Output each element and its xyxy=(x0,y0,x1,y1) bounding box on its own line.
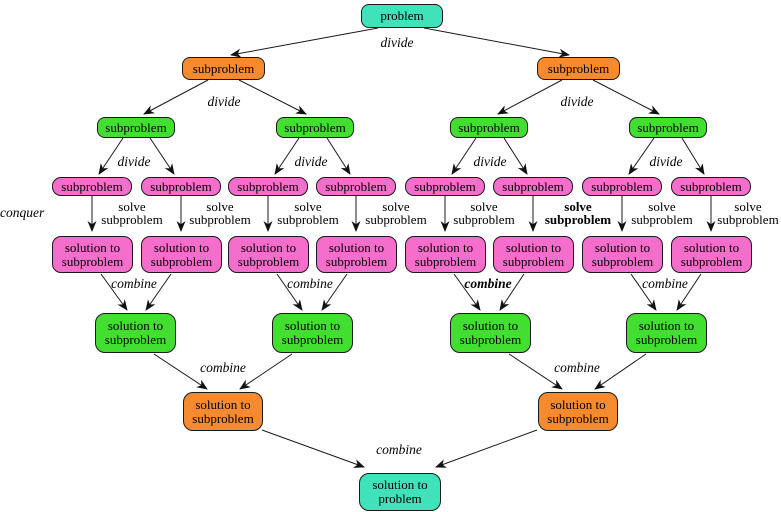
divide-label-1: divide xyxy=(380,35,414,50)
solution-subproblem-node-l5-4: solution to subproblem xyxy=(316,236,397,273)
subproblem-node-l4-8: subproblem xyxy=(671,177,751,196)
edge-combine xyxy=(239,353,293,390)
combine-label-5: combine xyxy=(200,360,246,375)
edge-divide xyxy=(592,79,660,115)
edge-divide xyxy=(628,137,655,175)
solve-subproblem-label-7: solve subproblem xyxy=(631,199,693,227)
divide-label-3: divide xyxy=(560,94,594,109)
divide-label-6: divide xyxy=(473,154,507,169)
edge-combine xyxy=(676,273,702,311)
combine-label-7: combine xyxy=(376,442,422,457)
solution-subproblem-node-l5-1: solution to subproblem xyxy=(52,236,133,273)
edge-combine xyxy=(435,429,538,468)
edge-divide xyxy=(326,137,351,175)
edge-divide xyxy=(681,137,705,175)
solution-subproblem-node-l7-1: solution to subproblem xyxy=(183,392,263,431)
edge-divide xyxy=(230,27,379,58)
edge-combine xyxy=(508,353,563,390)
subproblem-node-l4-1: subproblem xyxy=(52,177,132,196)
edge-divide xyxy=(274,137,300,175)
edge-combine xyxy=(261,429,365,468)
solution-subproblem-node-l6-3: solution to subproblem xyxy=(450,313,531,353)
subproblem-node-l2-1: subproblem xyxy=(182,57,265,80)
edge-combine xyxy=(153,353,208,390)
subproblem-node-l3-2: subproblem xyxy=(276,117,354,138)
combine-label-2: combine xyxy=(287,276,333,291)
edge-divide xyxy=(451,137,477,175)
edge-combine xyxy=(276,273,303,311)
edge-divide xyxy=(149,137,175,175)
solve-subproblem-label-1: solve subproblem xyxy=(101,199,163,227)
edge-combine xyxy=(630,273,657,311)
solution-subproblem-node-l6-1: solution to subproblem xyxy=(95,313,176,353)
subproblem-node-l4-4: subproblem xyxy=(316,177,396,196)
solution-subproblem-node-l5-5: solution to subproblem xyxy=(405,236,486,273)
solve-subproblem-label-3: solve subproblem xyxy=(277,199,339,227)
edge-combine xyxy=(321,273,348,311)
solve-subproblem-label-6: solve subproblem xyxy=(544,199,612,227)
edge-combine xyxy=(145,273,172,311)
solve-subproblem-label-8: solve subproblem xyxy=(717,199,779,227)
divide-label-5: divide xyxy=(294,154,328,169)
edge-combine xyxy=(453,273,481,311)
combine-label-3: combine xyxy=(464,276,512,291)
subproblem-node-l4-7: subproblem xyxy=(582,177,662,196)
solution-subproblem-node-l5-3: solution to subproblem xyxy=(228,236,309,273)
solution-subproblem-node-l5-8: solution to subproblem xyxy=(671,236,752,273)
problem-node: problem xyxy=(361,4,443,28)
subproblem-node-l3-4: subproblem xyxy=(629,117,707,138)
solution-subproblem-node-l5-6: solution to subproblem xyxy=(493,236,574,273)
subproblem-node-l4-5: subproblem xyxy=(405,177,485,196)
solution-subproblem-node-l7-2: solution to subproblem xyxy=(538,392,618,431)
combine-label-1: combine xyxy=(111,276,157,291)
edge-divide xyxy=(238,79,307,115)
solution-subproblem-node-l6-4: solution to subproblem xyxy=(626,313,707,353)
subproblem-node-l4-6: subproblem xyxy=(493,177,573,196)
conquer-label: conquer xyxy=(0,205,45,220)
solution-subproblem-node-l6-2: solution to subproblem xyxy=(272,313,353,353)
solution-subproblem-node-l5-7: solution to subproblem xyxy=(582,236,663,273)
edge-divide xyxy=(423,27,570,58)
subproblem-node-l4-3: subproblem xyxy=(228,177,308,196)
solve-subproblem-label-4: solve subproblem xyxy=(365,199,427,227)
solve-subproblem-label-5: solve subproblem xyxy=(453,199,515,227)
edge-combine xyxy=(499,273,525,311)
subproblem-node-l3-1: subproblem xyxy=(97,117,175,138)
edges xyxy=(87,27,716,468)
subproblem-node-l2-2: subproblem xyxy=(537,57,620,80)
edge-divide xyxy=(503,137,528,175)
edge-divide xyxy=(143,79,209,115)
solution-problem-node: solution to problem xyxy=(359,473,441,511)
divide-label-4: divide xyxy=(117,154,151,169)
combine-label-6: combine xyxy=(554,360,600,375)
subproblem-node-l4-2: subproblem xyxy=(141,177,221,196)
subproblem-node-l3-3: subproblem xyxy=(450,117,528,138)
edge-combine xyxy=(594,353,647,390)
divide-label-2: divide xyxy=(207,94,241,109)
edge-divide xyxy=(98,137,124,175)
combine-label-4: combine xyxy=(642,276,688,291)
solve-subproblem-label-2: solve subproblem xyxy=(189,199,251,227)
solution-subproblem-node-l5-2: solution to subproblem xyxy=(141,236,222,273)
edge-divide xyxy=(497,79,563,115)
edge-combine xyxy=(100,273,128,311)
divide-label-7: divide xyxy=(649,154,683,169)
